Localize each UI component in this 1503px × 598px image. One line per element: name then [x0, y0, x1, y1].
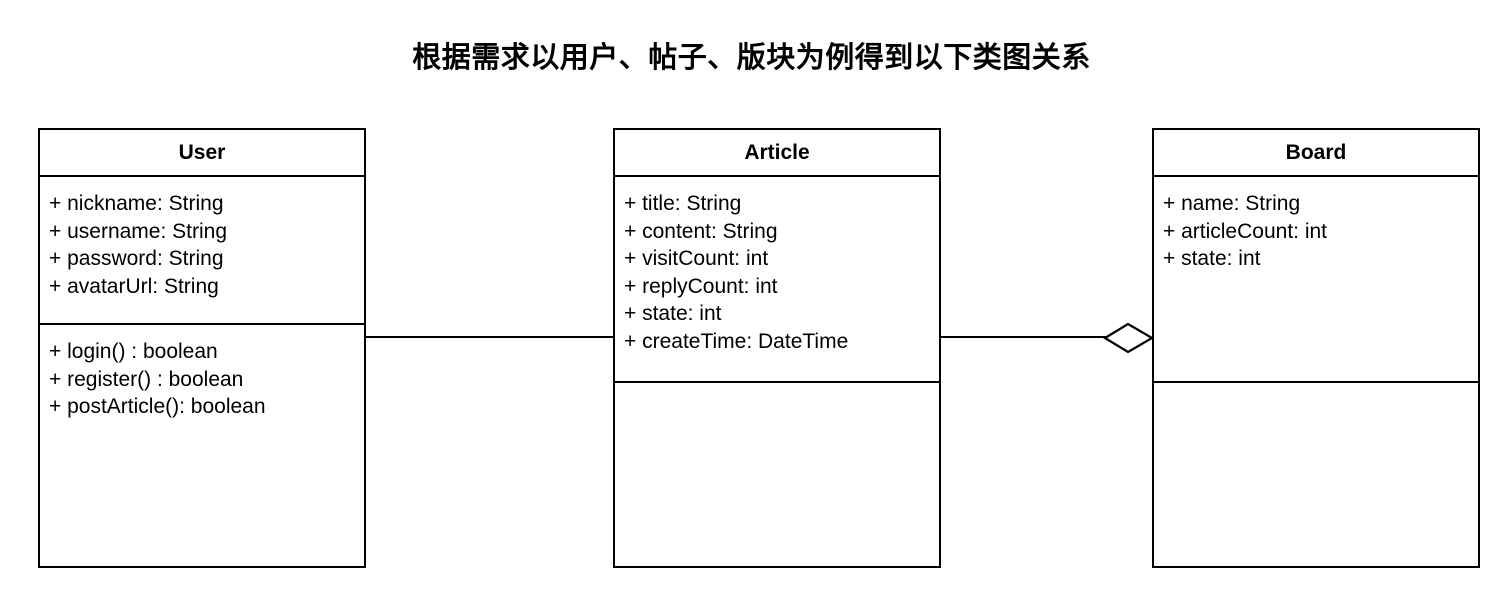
attribute-item: + replyCount: int	[624, 274, 778, 298]
attribute-item: + createTime: DateTime	[624, 329, 849, 353]
class-operations-board	[1154, 383, 1478, 566]
attribute-item: + title: String	[624, 192, 742, 215]
class-operations-user: + login() : boolean + register() : boole…	[40, 325, 364, 566]
aggregation-line-article-board	[940, 336, 1107, 338]
class-box-article[interactable]: Article + title: String + content: Strin…	[613, 128, 941, 568]
class-attributes-board: + name: String + articleCount: int + sta…	[1154, 177, 1478, 383]
class-operations-article	[615, 383, 939, 566]
attribute-item: + nickname: String	[49, 192, 224, 215]
page-title: 根据需求以用户、帖子、版块为例得到以下类图关系	[412, 42, 1091, 74]
class-box-board[interactable]: Board + name: String + articleCount: int…	[1152, 128, 1480, 568]
class-header-article: Article	[615, 130, 939, 177]
class-attributes-user: + nickname: String + username: String + …	[40, 177, 364, 325]
attribute-item: + visitCount: int	[624, 247, 769, 270]
association-line-user-article	[366, 336, 613, 338]
class-box-user[interactable]: User + nickname: String + username: Stri…	[38, 128, 366, 568]
attribute-item: + name: String	[1163, 192, 1301, 215]
attribute-item: + password: String	[49, 247, 224, 270]
operation-item: + postArticle(): boolean	[49, 395, 266, 418]
attribute-item: + articleCount: int	[1163, 219, 1328, 243]
class-name-user: User	[178, 140, 226, 164]
attribute-item: + state: int	[624, 302, 722, 325]
hollow-diamond-icon	[1103, 322, 1155, 354]
attribute-item: + state: int	[1163, 247, 1261, 270]
class-header-user: User	[40, 130, 364, 177]
operation-item: + login() : boolean	[49, 340, 218, 363]
operation-item: + register() : boolean	[49, 367, 244, 391]
class-header-board: Board	[1154, 130, 1478, 177]
attribute-item: + username: String	[49, 219, 228, 243]
attribute-item: + avatarUrl: String	[49, 274, 219, 298]
class-attributes-article: + title: String + content: String + visi…	[615, 177, 939, 383]
attribute-item: + content: String	[624, 219, 778, 243]
class-name-article: Article	[744, 140, 810, 164]
class-name-board: Board	[1285, 140, 1347, 164]
